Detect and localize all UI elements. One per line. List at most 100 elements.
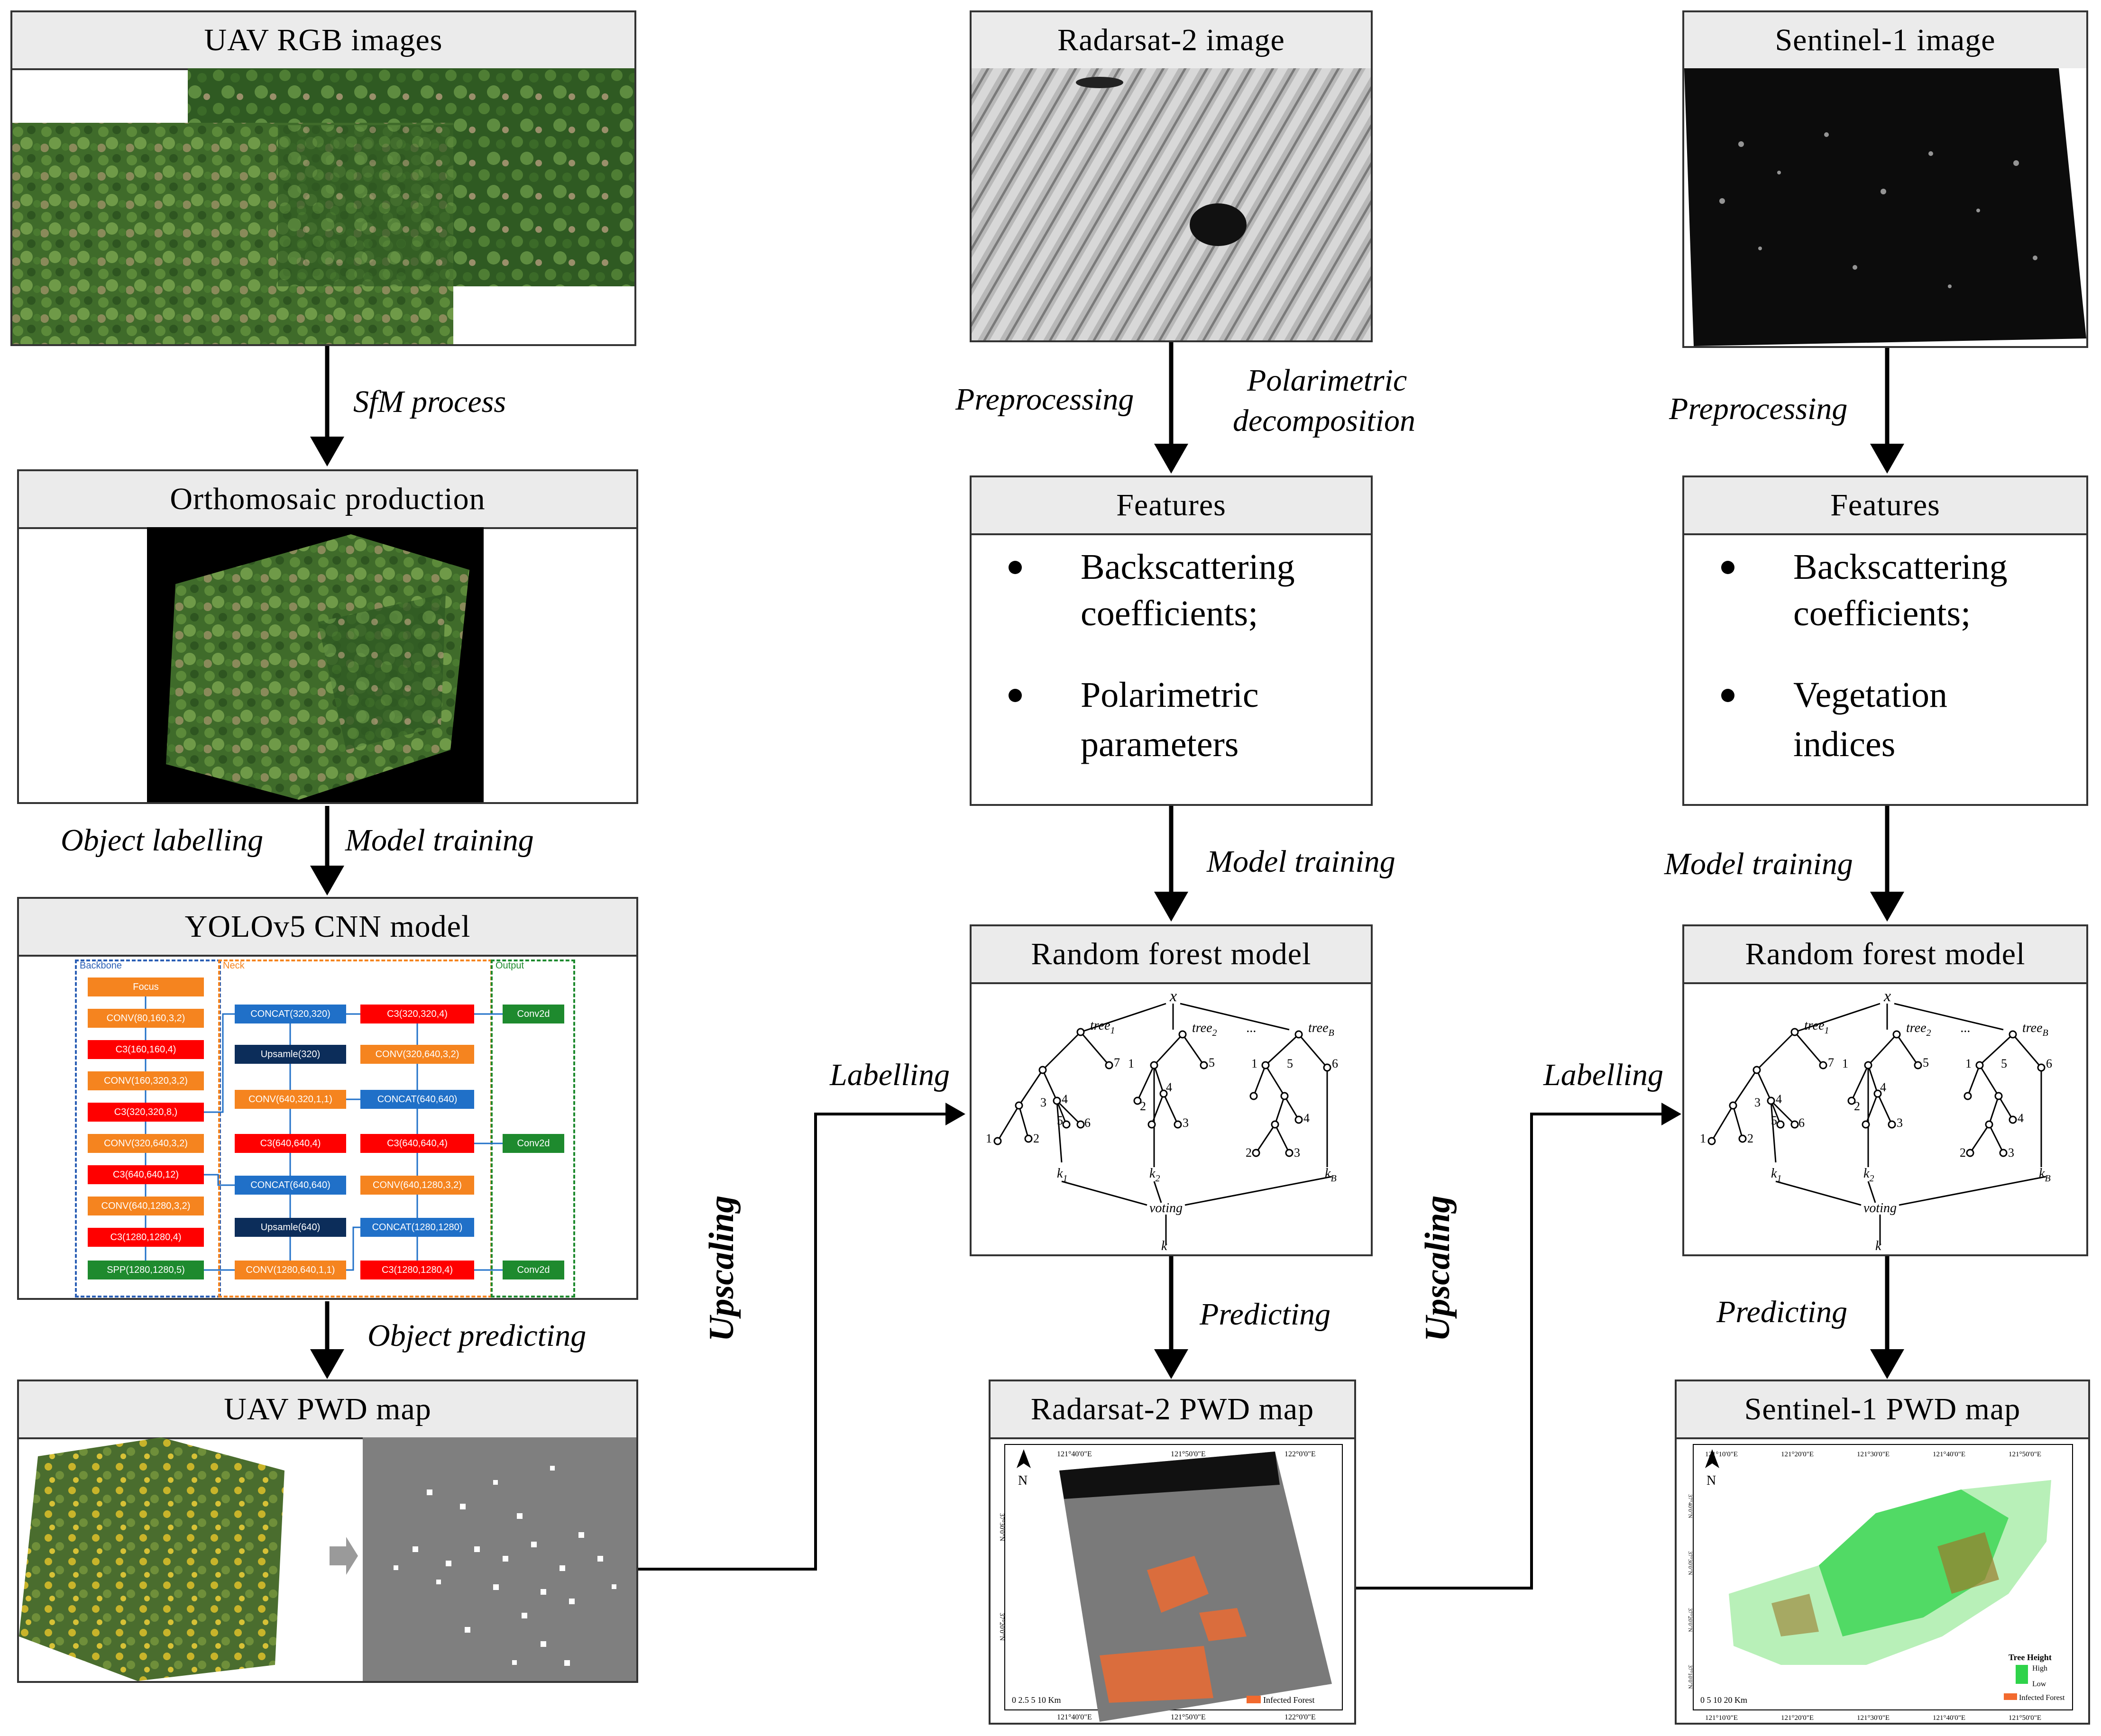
feature-text: Backscattering (1793, 547, 2008, 587)
feature-item: Vegetation indices (1713, 672, 2072, 767)
legend-high: High (2032, 1664, 2047, 1672)
radarsat-image-panel: Radarsat-2 image (970, 10, 1373, 342)
node-num: 4 (2018, 1111, 2024, 1125)
feature-item: Backscattering coefficients; (1713, 544, 2072, 639)
node-num: 6 (1084, 1116, 1091, 1130)
node-num: 1 (1842, 1057, 1848, 1070)
rf-voting: voting (1149, 1201, 1183, 1215)
map-tick: 122°0'0"E (1284, 1713, 1316, 1721)
node-num: 1 (1965, 1057, 1972, 1070)
rf-title-3: Random forest model (1684, 926, 2086, 984)
node-num: 2 (1960, 1146, 1966, 1160)
feature-text: Vegetation (1793, 675, 1948, 715)
feature-text: Polarimetric (1081, 675, 1259, 715)
backbone-region (75, 959, 221, 1297)
features-title-3: Features (1684, 477, 2086, 535)
node-num: 4 (1880, 1080, 1886, 1094)
sentinel-map-title: Sentinel-1 PWD map (1677, 1381, 2088, 1439)
rf-title-2: Random forest model (972, 926, 1371, 984)
node-num: 1 (1128, 1057, 1134, 1070)
rf-tree-label: tree1 (1090, 1018, 1115, 1036)
model-training-label-1: Model training (345, 823, 534, 858)
node-num: 2 (1246, 1146, 1252, 1160)
sentinel-image-panel: Sentinel-1 image (1682, 10, 2088, 348)
map-tick: 121°50'0"E (2009, 1714, 2041, 1722)
node-num: 4 (1062, 1092, 1068, 1106)
yolo-block: CONV(640,1280,3,2) (88, 1197, 204, 1215)
node-num: 3 (1754, 1096, 1761, 1109)
sfm-label: SfM process (353, 384, 506, 419)
rf-tree-label: treeB (2022, 1021, 2048, 1038)
bullet-icon (1721, 561, 1734, 574)
map-tick: 121°20'0"E (1781, 1714, 1814, 1722)
rf-tree-label: tree2 (1192, 1021, 1217, 1038)
map-tick: 37°10'0"N (1687, 1665, 1694, 1689)
polarimetric-label-1: Polarimetric (1247, 363, 1407, 398)
node-num: 2 (1854, 1099, 1860, 1113)
map-tick: 37°20'0"N (998, 1613, 1005, 1641)
yolo-block: Conv2d (503, 1134, 564, 1153)
uav-pwd-title: UAV PWD map (19, 1381, 636, 1439)
node-num: 1 (1700, 1132, 1706, 1145)
map-tick: 121°10'0"E (1705, 1714, 1738, 1722)
map-scale: 0 2.5 5 10 Km (1012, 1695, 1061, 1705)
map-tick: 122°0'0"E (1284, 1450, 1316, 1458)
node-num: 7 (1114, 1056, 1120, 1069)
legend-title: Tree Height (2009, 1653, 2052, 1662)
node-num: 5 (1287, 1057, 1293, 1070)
node-num: 5 (1057, 1114, 1063, 1127)
node-num: 3 (1897, 1116, 1903, 1130)
output-label: Output (495, 960, 524, 971)
node-num: 2 (1747, 1132, 1753, 1145)
upscaling-label-1: Upscaling (702, 1195, 741, 1342)
map-tick: 37°40'0"N (1687, 1494, 1694, 1518)
map-tick: 121°30'0"E (1857, 1714, 1890, 1722)
yolo-block: CONCAT(640,640) (235, 1176, 346, 1195)
sentinel-map-panel: Sentinel-1 PWD map N 121°10'0"E 121°20'0… (1675, 1380, 2090, 1725)
yolo-block: Conv2d (503, 1005, 564, 1023)
rf-k-final: k (1875, 1239, 1881, 1253)
bullet-icon (1721, 689, 1734, 702)
yolo-block: Upsamle(320) (235, 1045, 346, 1064)
radarsat-map-title: Radarsat-2 PWD map (991, 1381, 1354, 1439)
yolo-architecture: Backbone Neck Output Focus CONV(80,160,3… (19, 955, 636, 1298)
uav-pwd-images (19, 1437, 636, 1681)
map-tick: 121°40'0"E (1933, 1714, 1965, 1722)
yolo-block: CONCAT(640,640) (360, 1090, 474, 1109)
bullet-icon (1009, 689, 1022, 702)
orthomosaic-title: Orthomosaic production (19, 471, 636, 529)
node-num: 5 (1209, 1056, 1215, 1069)
upscale-connector-1 (638, 1103, 965, 1571)
node-num: 4 (1303, 1111, 1310, 1125)
rf-k: kB (2039, 1166, 2051, 1184)
yolo-connections (145, 996, 503, 1271)
rf-dots: ... (1247, 1021, 1257, 1035)
rf-x: x (1883, 987, 1891, 1005)
infected-swatch (2004, 1693, 2017, 1700)
uav-rgb-mosaic (12, 68, 634, 344)
labelling-label-2: Labelling (830, 1058, 950, 1092)
yolo-block: C3(640,640,4) (235, 1134, 346, 1153)
map-tick: 121°40'0"E (1057, 1450, 1092, 1458)
map-tick: 121°40'0"E (1057, 1713, 1092, 1721)
yolo-block: Conv2d (503, 1261, 564, 1279)
rf-k-final: k (1161, 1239, 1167, 1253)
yolo-block: CONV(320,640,3,2) (88, 1134, 204, 1153)
uav-rgb-panel: UAV RGB images (10, 10, 636, 346)
feature-text: coefficients; (1793, 594, 1971, 633)
map-tick: 121°50'0"E (2009, 1451, 2041, 1458)
infected-swatch (1247, 1696, 1261, 1703)
node-num: 5 (1771, 1114, 1777, 1127)
orthomosaic-image (147, 527, 484, 802)
uav-rgb-title: UAV RGB images (12, 12, 634, 70)
rf-voting: voting (1863, 1201, 1897, 1215)
rf-k: k2 (1149, 1166, 1160, 1184)
node-num: 3 (1183, 1116, 1189, 1130)
feature-item: Backscattering coefficients; (1000, 544, 1357, 639)
yolo-block: CONV(640,1280,3,2) (360, 1176, 474, 1195)
yolo-block: C3(320,320,8,) (88, 1103, 204, 1122)
features-panel-2: Features Backscattering coefficients; Po… (970, 475, 1373, 806)
orthomosaic-panel: Orthomosaic production (17, 469, 638, 804)
map-tick: 37°30'0"N (1687, 1551, 1694, 1575)
